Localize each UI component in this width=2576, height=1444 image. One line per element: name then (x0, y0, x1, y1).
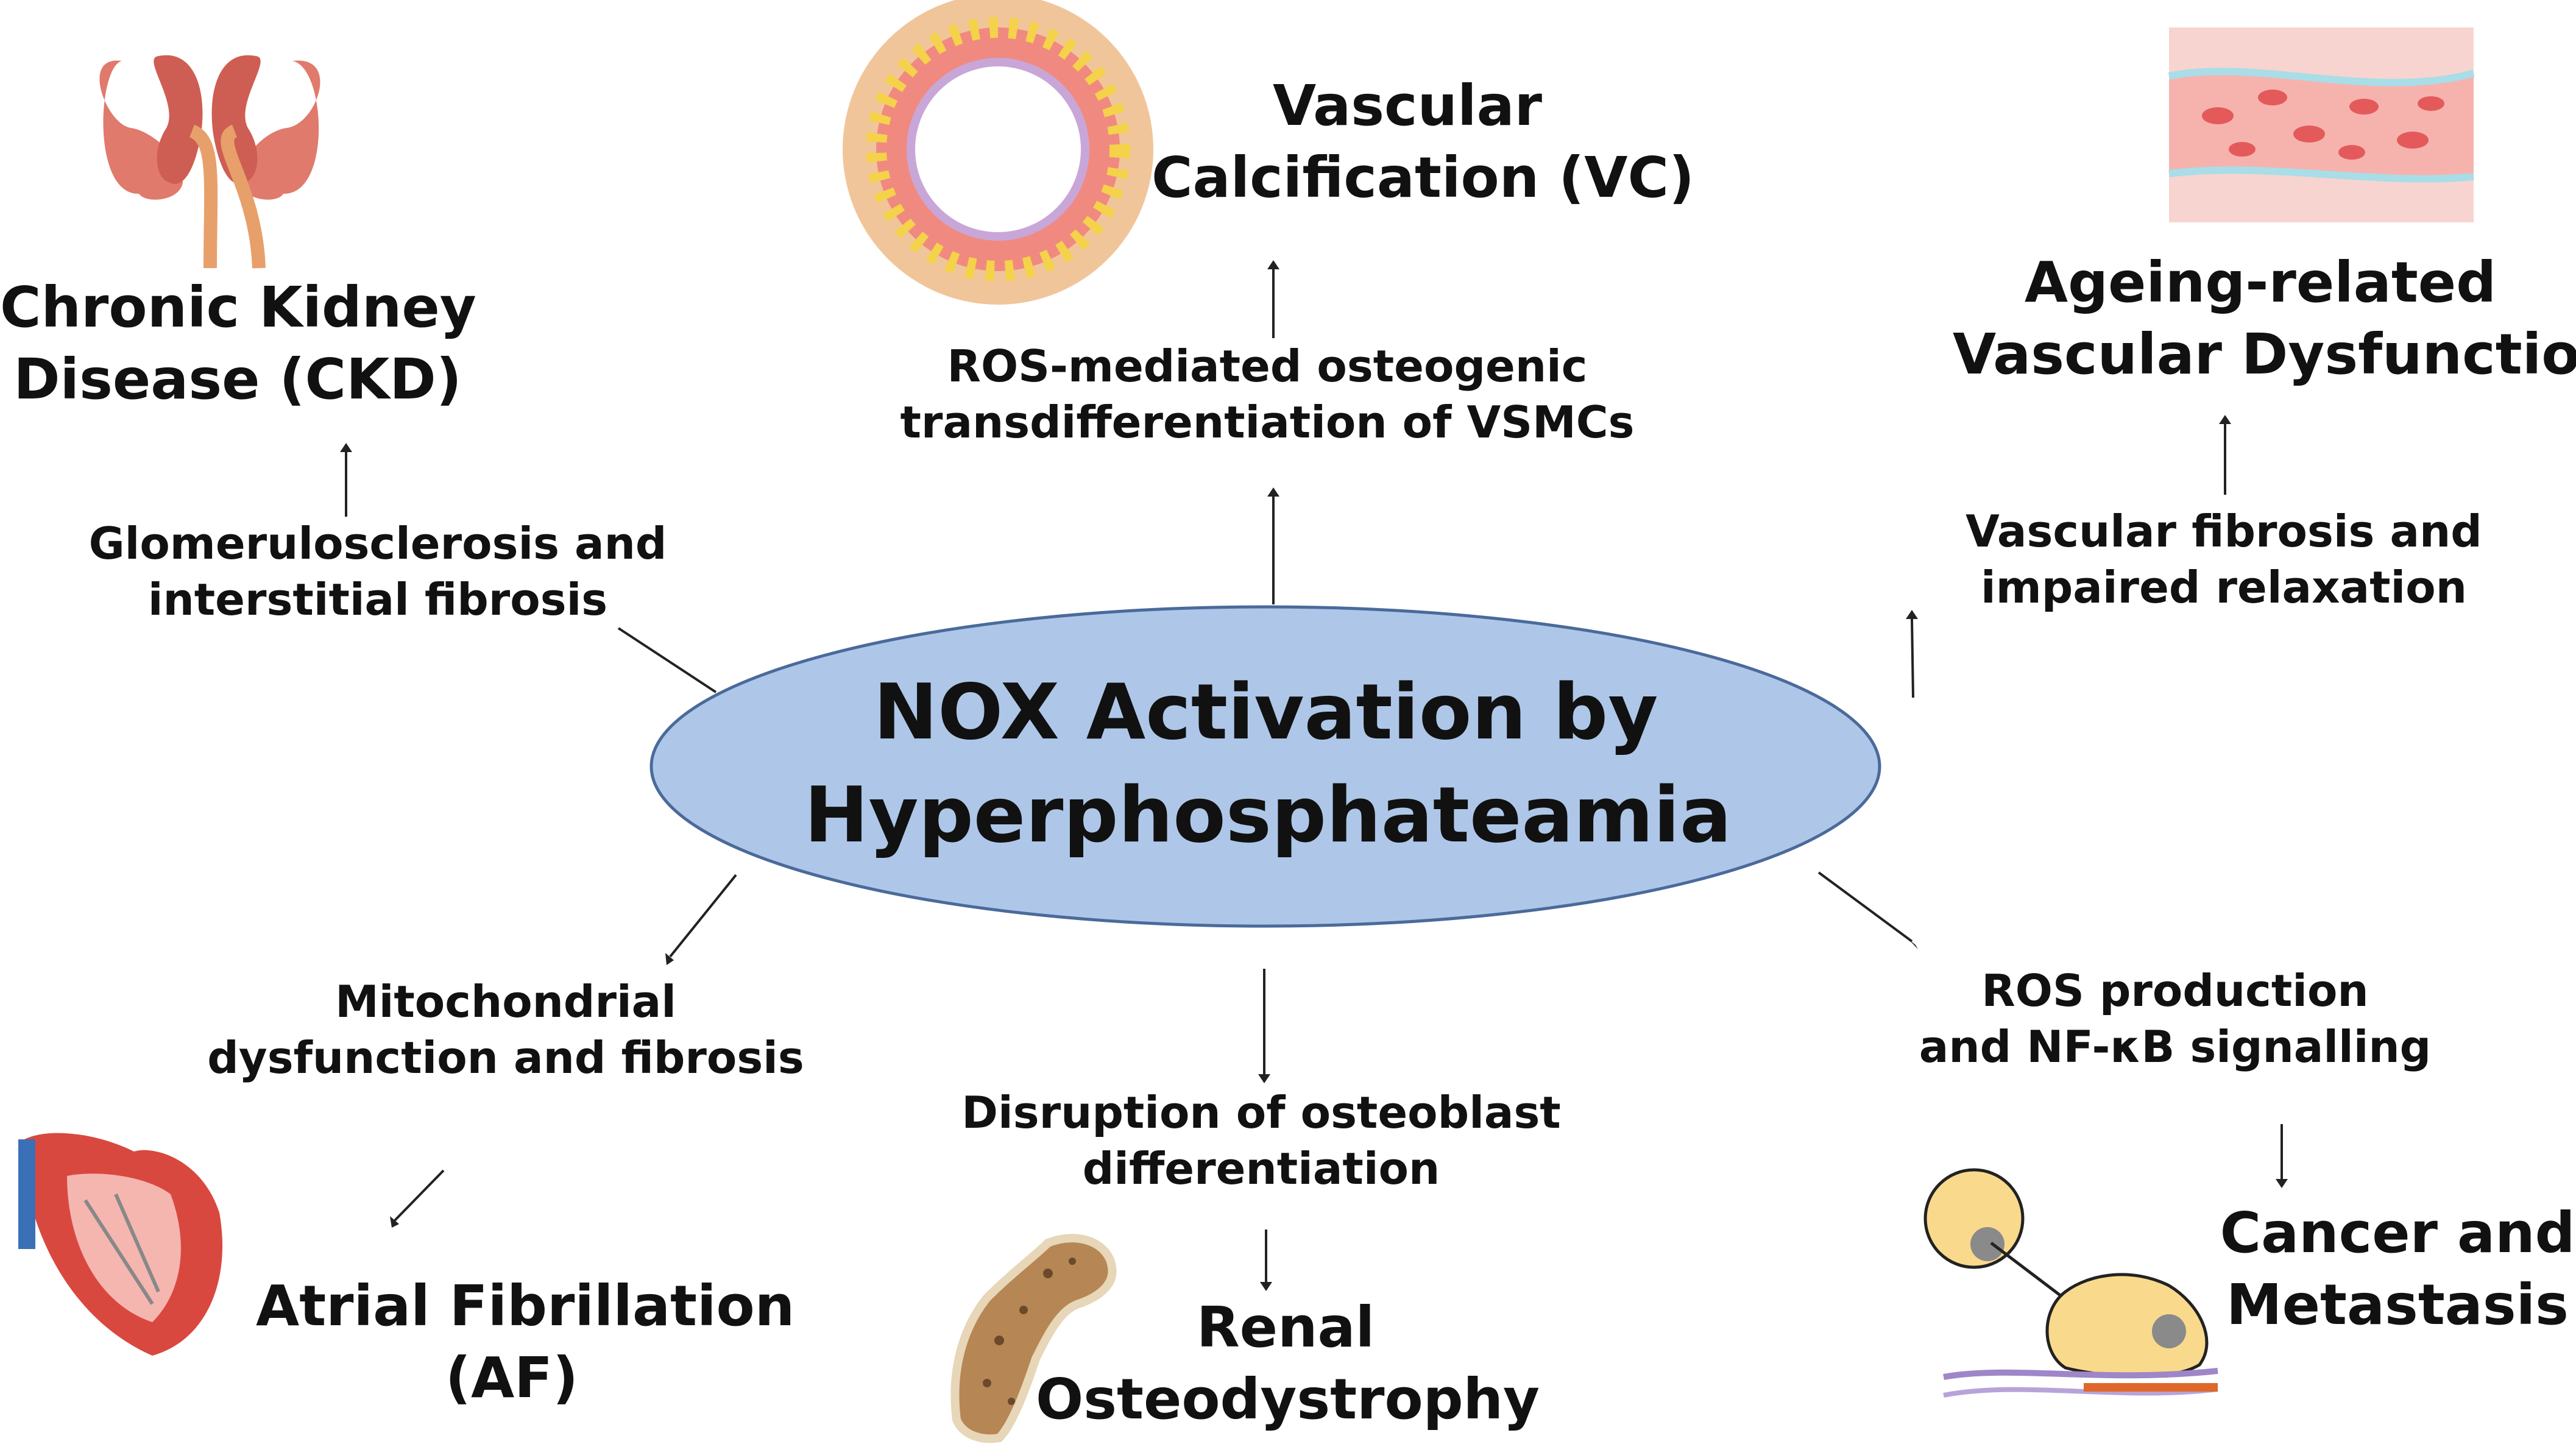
center-label-line2: Hyperphosphateamia (804, 770, 1732, 860)
arrowhead-af (390, 1216, 399, 1228)
arrowhead-ageing-lower (1906, 610, 1918, 619)
vc-title-line1: Vascular (1272, 73, 1543, 138)
cancer-title-line1: Cancer and (2220, 1200, 2575, 1265)
center-label: NOX Activation by Hyperphosphateamia (804, 661, 1732, 867)
arrowhead-cancer-upper (1907, 938, 1918, 949)
af-mechanism-line2: dysfunction and fibrosis (207, 1032, 804, 1084)
renal-mechanism-line2: differentiation (1082, 1143, 1440, 1195)
heart-icon (18, 1133, 223, 1356)
blood-vessel-icon (2168, 27, 2475, 222)
renal-title-line1: Renal (1196, 1295, 1375, 1360)
vc-mechanism-line2: transdifferentiation of VSMCs (900, 397, 1635, 448)
kidney-icon (99, 55, 320, 269)
ageing-mechanism: Vascular fibrosis and impaired relaxatio… (1934, 503, 2513, 615)
connector-af-upper (669, 874, 737, 958)
vc-title: Vascular Calcification (VC) (1152, 70, 1695, 214)
ckd-title: Chronic Kidney Disease (CKD) (0, 272, 476, 416)
cancer-cell-icon (1923, 1168, 2218, 1398)
arrowhead-renal-upper (1258, 1074, 1270, 1083)
ckd-title-line1: Chronic Kidney (0, 275, 476, 340)
center-label-line1: NOX Activation by (873, 667, 1658, 757)
bone-icon (950, 1234, 1117, 1443)
af-title-line2: (AF) (445, 1345, 579, 1410)
af-mechanism-line1: Mitochondrial (335, 976, 676, 1027)
vc-mechanism-line1: ROS-mediated osteogenic (947, 341, 1588, 392)
ckd-mechanism: Glomerulosclerosis and interstitial fibr… (73, 515, 682, 628)
connector-af-lower (394, 1169, 445, 1222)
arrowhead-cancer (2276, 1179, 2288, 1188)
vc-mechanism: ROS-mediated osteogenic transdifferentia… (896, 338, 1639, 450)
ageing-mechanism-line1: Vascular fibrosis and (1966, 506, 2482, 557)
renal-mechanism: Disruption of osteoblast differentiation (938, 1085, 1584, 1197)
connector-ckd-lower (617, 627, 717, 693)
arrowhead-ageing (2219, 415, 2231, 424)
af-title-line1: Atrial Fibrillation (256, 1273, 795, 1339)
connector-ageing-lower (1911, 618, 1914, 698)
renal-mechanism-line1: Disruption of osteoblast (961, 1087, 1561, 1138)
cancer-mechanism: ROS production and NF-κB signalling (1864, 963, 2486, 1075)
vc-title-line2: Calcification (VC) (1152, 144, 1695, 210)
arrowhead-vc (1267, 260, 1279, 269)
cancer-mechanism-line1: ROS production (1981, 965, 2369, 1016)
calcified-vessel-icon (843, 0, 1153, 305)
ckd-mechanism-line2: interstitial fibrosis (147, 574, 608, 626)
cancer-mechanism-line2: and NF-κB signalling (1919, 1021, 2432, 1073)
ageing-title-line1: Ageing-related (2024, 250, 2497, 315)
af-title: Atrial Fibrillation (AF) (256, 1270, 795, 1414)
renal-title-line2: Osteodystrophy (1036, 1366, 1540, 1432)
cancer-title: Cancer and Metastasis (2203, 1197, 2576, 1341)
arrowhead-ckd (340, 443, 352, 452)
arrowhead-af-upper (665, 953, 674, 965)
renal-title: Renal Osteodystrophy (1036, 1292, 1540, 1435)
arrowhead-vc-lower (1267, 487, 1279, 497)
cancer-title-line2: Metastasis (2226, 1272, 2569, 1337)
af-mechanism: Mitochondrial dysfunction and fibrosis (201, 974, 810, 1086)
arrowhead-renal (1260, 1282, 1272, 1291)
ckd-title-line2: Disease (CKD) (13, 346, 462, 412)
ckd-mechanism-line1: Glomerulosclerosis and (88, 518, 667, 569)
ageing-mechanism-line2: impaired relaxation (1981, 562, 2467, 614)
connector-cancer-upper (1817, 871, 1913, 943)
center-ellipse (649, 605, 1881, 928)
ageing-title-line2: Vascular Dysfunction (1953, 321, 2576, 387)
ageing-title: Ageing-related Vascular Dysfunction (1953, 247, 2576, 391)
